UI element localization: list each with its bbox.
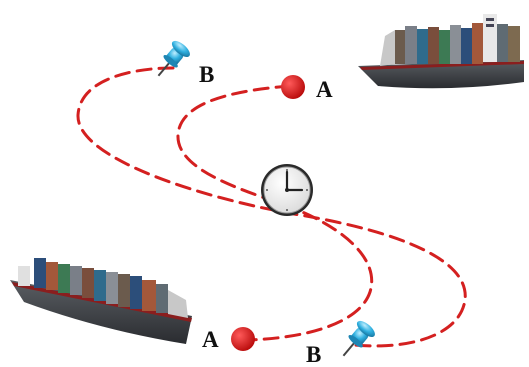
clock-icon xyxy=(261,164,313,216)
location-dot-icon xyxy=(281,75,305,99)
location-dot-icon xyxy=(231,327,255,351)
pushpin-icon xyxy=(342,320,375,357)
pushpin-icon xyxy=(157,40,190,77)
route-path-inner xyxy=(176,84,374,342)
label-b-bottom: B xyxy=(306,342,322,367)
label-a-top: A xyxy=(316,77,333,102)
label-b-top: B xyxy=(199,62,215,87)
route-path-outer xyxy=(76,66,467,348)
ship-icon xyxy=(358,14,524,89)
ship-icon xyxy=(10,258,192,344)
label-a-bottom: A xyxy=(202,327,219,352)
